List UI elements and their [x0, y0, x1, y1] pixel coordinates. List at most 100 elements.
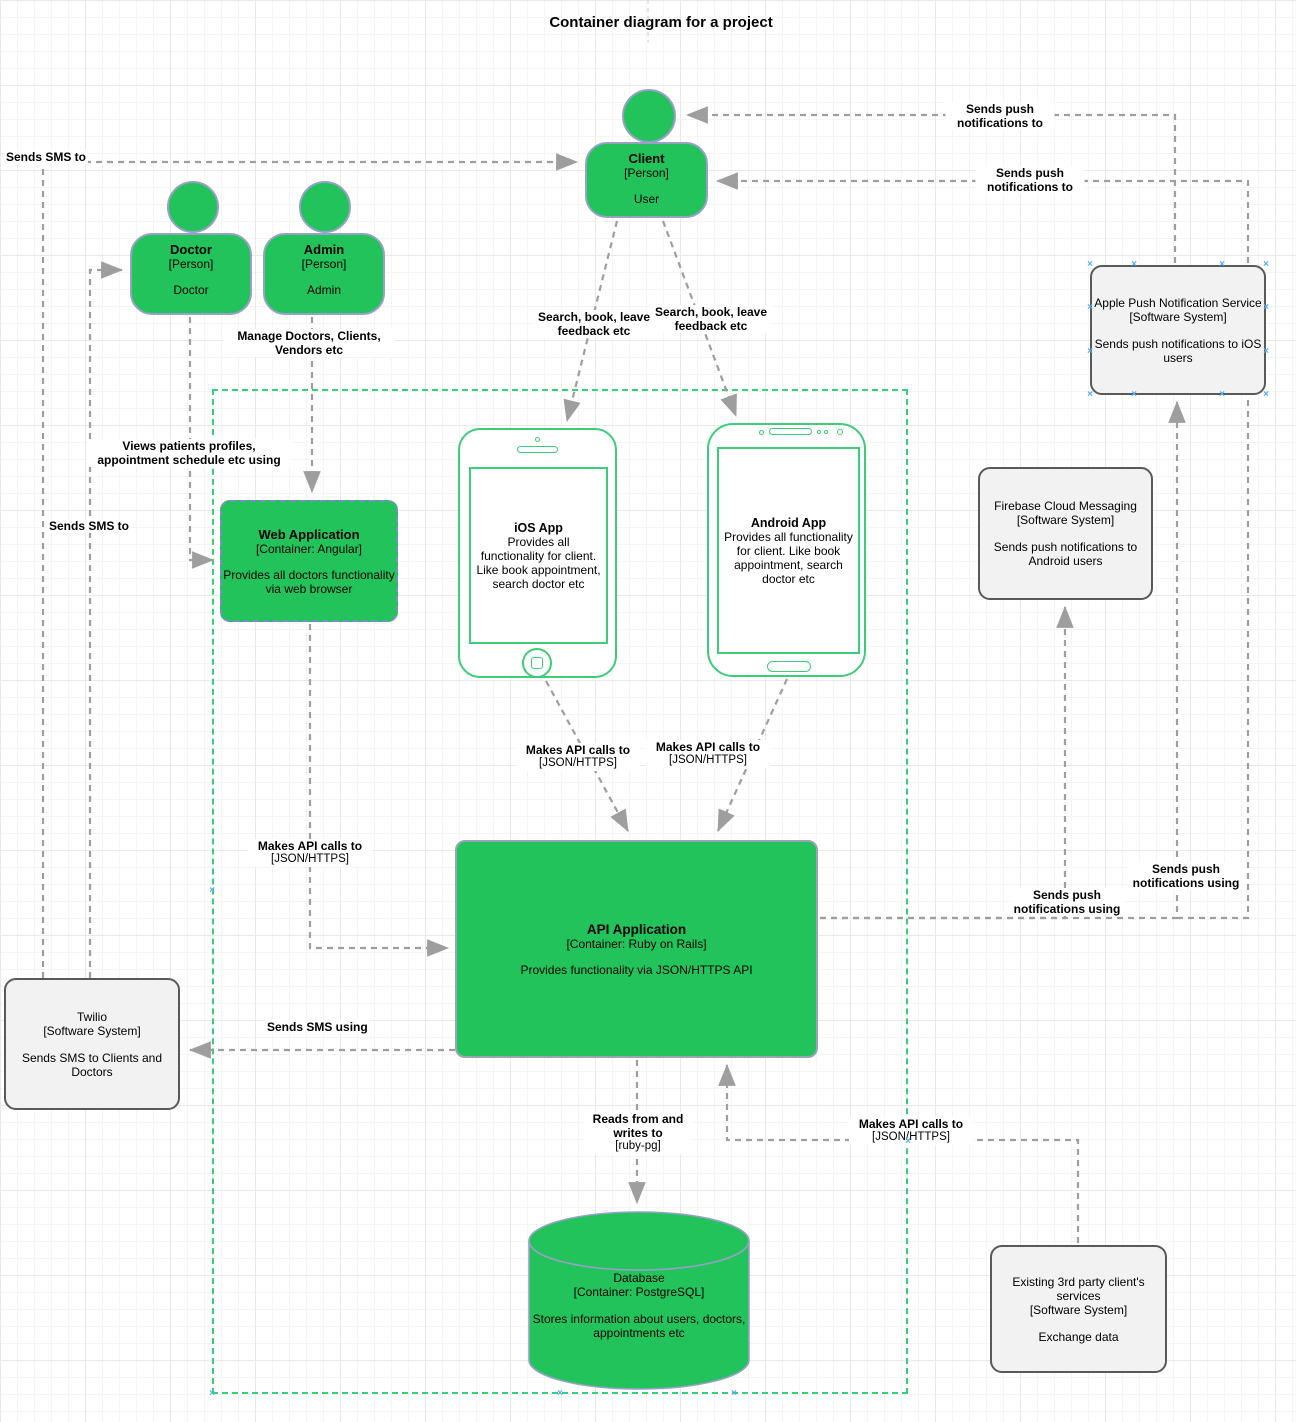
- edge-label-text: Sends SMS to: [49, 519, 130, 533]
- edge-label-text: Sends push notifications to: [987, 166, 1073, 195]
- edge-label-android-api[interactable]: Makes API calls to [JSON/HTTPS]: [646, 740, 770, 768]
- node-person-admin[interactable]: Admin [Person] Admin: [263, 233, 385, 315]
- web-application-desc: Provides all doctors functionality via w…: [223, 567, 395, 596]
- web-application-name: Web Application: [258, 526, 360, 542]
- edge-label-text: Search, book, leave feedback etc: [654, 305, 768, 334]
- ios-camera-icon: [535, 437, 540, 442]
- connection-point-mark: [1087, 390, 1093, 400]
- edge-label-admin-webapp[interactable]: Manage Doctors, Clients, Vendors etc: [223, 329, 395, 358]
- node-ios-app[interactable]: iOS App Provides all functionality for c…: [458, 428, 617, 678]
- edge-label-text: Sends push notifications using: [1132, 862, 1240, 891]
- ios-screen: iOS App Provides all functionality for c…: [469, 467, 608, 644]
- admin-desc: Admin: [306, 283, 341, 297]
- ios-home-square: [531, 657, 543, 669]
- edge-label-twilio-client[interactable]: Sends SMS to: [4, 150, 89, 165]
- client-type: [Person]: [624, 166, 669, 180]
- node-twilio[interactable]: Twilio [Software System] Sends SMS to Cl…: [4, 978, 180, 1110]
- connection-point-mark: [209, 886, 215, 896]
- edge-label-text: Makes API calls to: [655, 740, 761, 754]
- twilio-type: [Software System]: [43, 1023, 141, 1038]
- ios-speaker-icon: [517, 446, 558, 453]
- fcm-name: Firebase Cloud Messaging: [994, 499, 1137, 513]
- node-apns[interactable]: Apple Push Notification Service [Softwar…: [1090, 265, 1266, 395]
- node-third-party[interactable]: Existing 3rd party client's services [So…: [990, 1245, 1167, 1373]
- android-sensor-dot-icon: [817, 430, 821, 434]
- ios-home-button-icon: [522, 648, 552, 678]
- admin-person-head: [299, 181, 351, 233]
- connection-point-mark: [1087, 347, 1093, 357]
- connection-point-mark: [209, 1389, 215, 1399]
- node-fcm[interactable]: Firebase Cloud Messaging [Software Syste…: [978, 467, 1153, 600]
- edge-label-ios-api[interactable]: Makes API calls to [JSON/HTTPS]: [516, 743, 640, 771]
- node-person-client[interactable]: Client [Person] User: [585, 142, 708, 218]
- client-person-head: [622, 89, 676, 143]
- edge-label-text: Sends SMS to: [6, 150, 87, 164]
- edge-label-api-db[interactable]: Reads from and writes to [ruby-pg]: [585, 1112, 691, 1154]
- edge-label-client-ios[interactable]: Search, book, leave feedback etc: [534, 310, 654, 339]
- edge-label-api-twilio[interactable]: Sends SMS using: [265, 1020, 370, 1035]
- client-desc: User: [633, 192, 660, 206]
- edge-label-api-apns[interactable]: Sends push notifications using: [1129, 862, 1243, 891]
- edge-label-text: Sends push notifications to: [957, 102, 1043, 131]
- edge-label-client-android[interactable]: Search, book, leave feedback etc: [651, 305, 771, 334]
- android-app-desc: Provides all functionality for client. L…: [724, 529, 853, 586]
- edge-label-text: Sends push notifications using: [1013, 888, 1121, 917]
- doctor-desc: Doctor: [173, 283, 209, 297]
- edge-label-fcm-client[interactable]: Sends push notifications to: [975, 166, 1085, 195]
- ios-app-name: iOS App: [514, 520, 563, 535]
- third-party-type: [Software System]: [1029, 1302, 1128, 1317]
- connection-point-mark: [1219, 260, 1225, 270]
- doctor-name: Doctor: [170, 242, 212, 257]
- doctor-person-head: [167, 181, 219, 233]
- edge-label-tech: [JSON/HTTPS]: [669, 754, 747, 767]
- connection-point-mark: [1263, 390, 1269, 400]
- node-person-doctor[interactable]: Doctor [Person] Doctor: [130, 233, 252, 315]
- client-name: Client: [628, 151, 665, 166]
- edge-label-twilio-doctor[interactable]: Sends SMS to: [47, 519, 132, 534]
- node-web-application[interactable]: Web Application [Container: Angular] Pro…: [220, 500, 398, 622]
- edge-label-text: Search, book, leave feedback etc: [537, 310, 651, 339]
- android-camera-icon: [759, 430, 764, 435]
- twilio-desc: Sends SMS to Clients and Doctors: [21, 1050, 163, 1079]
- apns-name: Apple Push Notification Service: [1094, 295, 1262, 310]
- node-database[interactable]: Database [Container: PostgreSQL] Stores …: [528, 1211, 750, 1390]
- api-application-type: [Container: Ruby on Rails]: [566, 936, 707, 951]
- api-application-name: API Application: [586, 921, 687, 937]
- api-application-desc: Provides functionality via JSON/HTTPS AP…: [520, 962, 753, 977]
- android-speaker-icon: [769, 428, 812, 435]
- edge-label-text: Makes API calls to: [858, 1117, 964, 1131]
- connection-point-mark: [557, 1389, 563, 1399]
- connection-point-mark: [1263, 303, 1269, 313]
- connection-point-mark: [905, 1137, 911, 1147]
- twilio-name: Twilio: [76, 1009, 107, 1024]
- edge-label-tech: [JSON/HTTPS]: [539, 757, 617, 770]
- node-android-app[interactable]: Android App Provides all functionality f…: [707, 423, 866, 677]
- android-app-name: Android App: [750, 515, 827, 530]
- android-sensor-dot2-icon: [824, 430, 828, 434]
- database-cylinder-icon: [528, 1211, 750, 1390]
- apns-desc: Sends push notifications to iOS users: [1094, 336, 1262, 365]
- edge-label-apns-client[interactable]: Sends push notifications to: [945, 102, 1055, 131]
- connection-point-mark: [1087, 303, 1093, 313]
- connection-point-mark: [1263, 260, 1269, 270]
- android-front-camera-icon: [837, 429, 843, 435]
- edge-label-tech: [ruby-pg]: [615, 1140, 661, 1153]
- edge-label-api-fcm[interactable]: Sends push notifications using: [1010, 888, 1124, 917]
- third-party-desc: Exchange data: [1038, 1329, 1119, 1344]
- fcm-desc: Sends push notifications to Android user…: [993, 540, 1138, 568]
- admin-type: [Person]: [301, 257, 347, 271]
- node-api-application[interactable]: API Application [Container: Ruby on Rail…: [455, 840, 818, 1058]
- connection-point-mark: [1131, 390, 1137, 400]
- edge-label-text: Manage Doctors, Clients, Vendors etc: [237, 329, 381, 358]
- doctor-type: [Person]: [168, 257, 214, 271]
- edge-label-text: Reads from and writes to: [592, 1112, 684, 1141]
- database-type: [Container: PostgreSQL]: [573, 1285, 705, 1299]
- edge-label-doctor-webapp[interactable]: Views patients profiles, appointment sch…: [87, 439, 291, 468]
- database-name: Database: [613, 1271, 665, 1285]
- connection-point-mark: [1131, 260, 1137, 270]
- edge-label-webapp-api[interactable]: Makes API calls to [JSON/HTTPS]: [248, 839, 372, 867]
- database-text: Database [Container: PostgreSQL] Stores …: [528, 1271, 750, 1340]
- apns-type: [Software System]: [1129, 309, 1227, 324]
- database-desc: Stores information about users, doctors,…: [532, 1312, 746, 1340]
